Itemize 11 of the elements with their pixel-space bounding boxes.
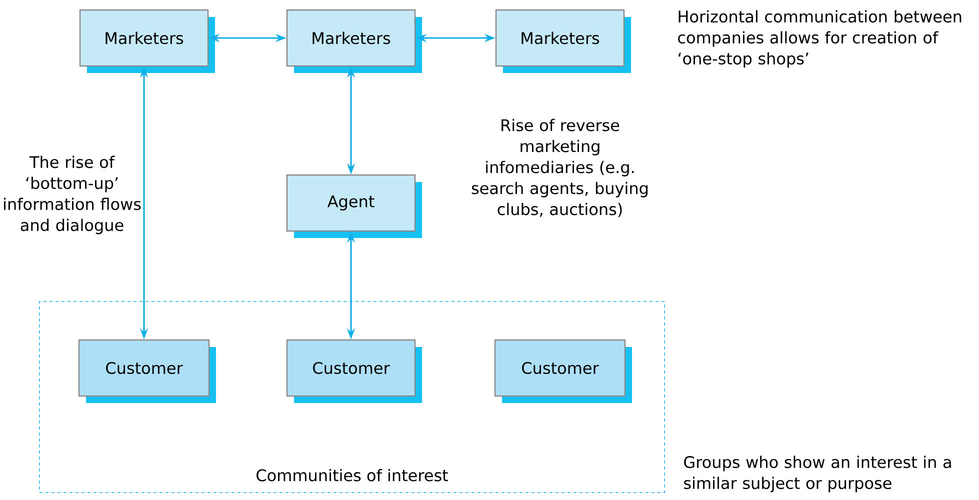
- process-box: Agent: [286, 174, 422, 238]
- note-text: The rise of ‘bottom-up’ information flows and dialogue: [4, 156, 141, 234]
- process-box: Customer: [494, 339, 632, 403]
- process-box: Marketers: [286, 9, 422, 73]
- process-box: Customer: [78, 339, 216, 403]
- note-text: Groups who show an interest in a similar subject or purpose: [684, 456, 951, 492]
- note-text: Horizontal communication between companies allows for creation of ‘one-stop shops’: [678, 10, 962, 68]
- process-box: Customer: [286, 339, 422, 403]
- process-box: Marketers: [79, 9, 215, 73]
- note-text: Rise of reverse marketing infomediaries (e.g. search agents, buying clubs, auctions): [472, 118, 648, 218]
- process-box: Marketers: [495, 9, 631, 73]
